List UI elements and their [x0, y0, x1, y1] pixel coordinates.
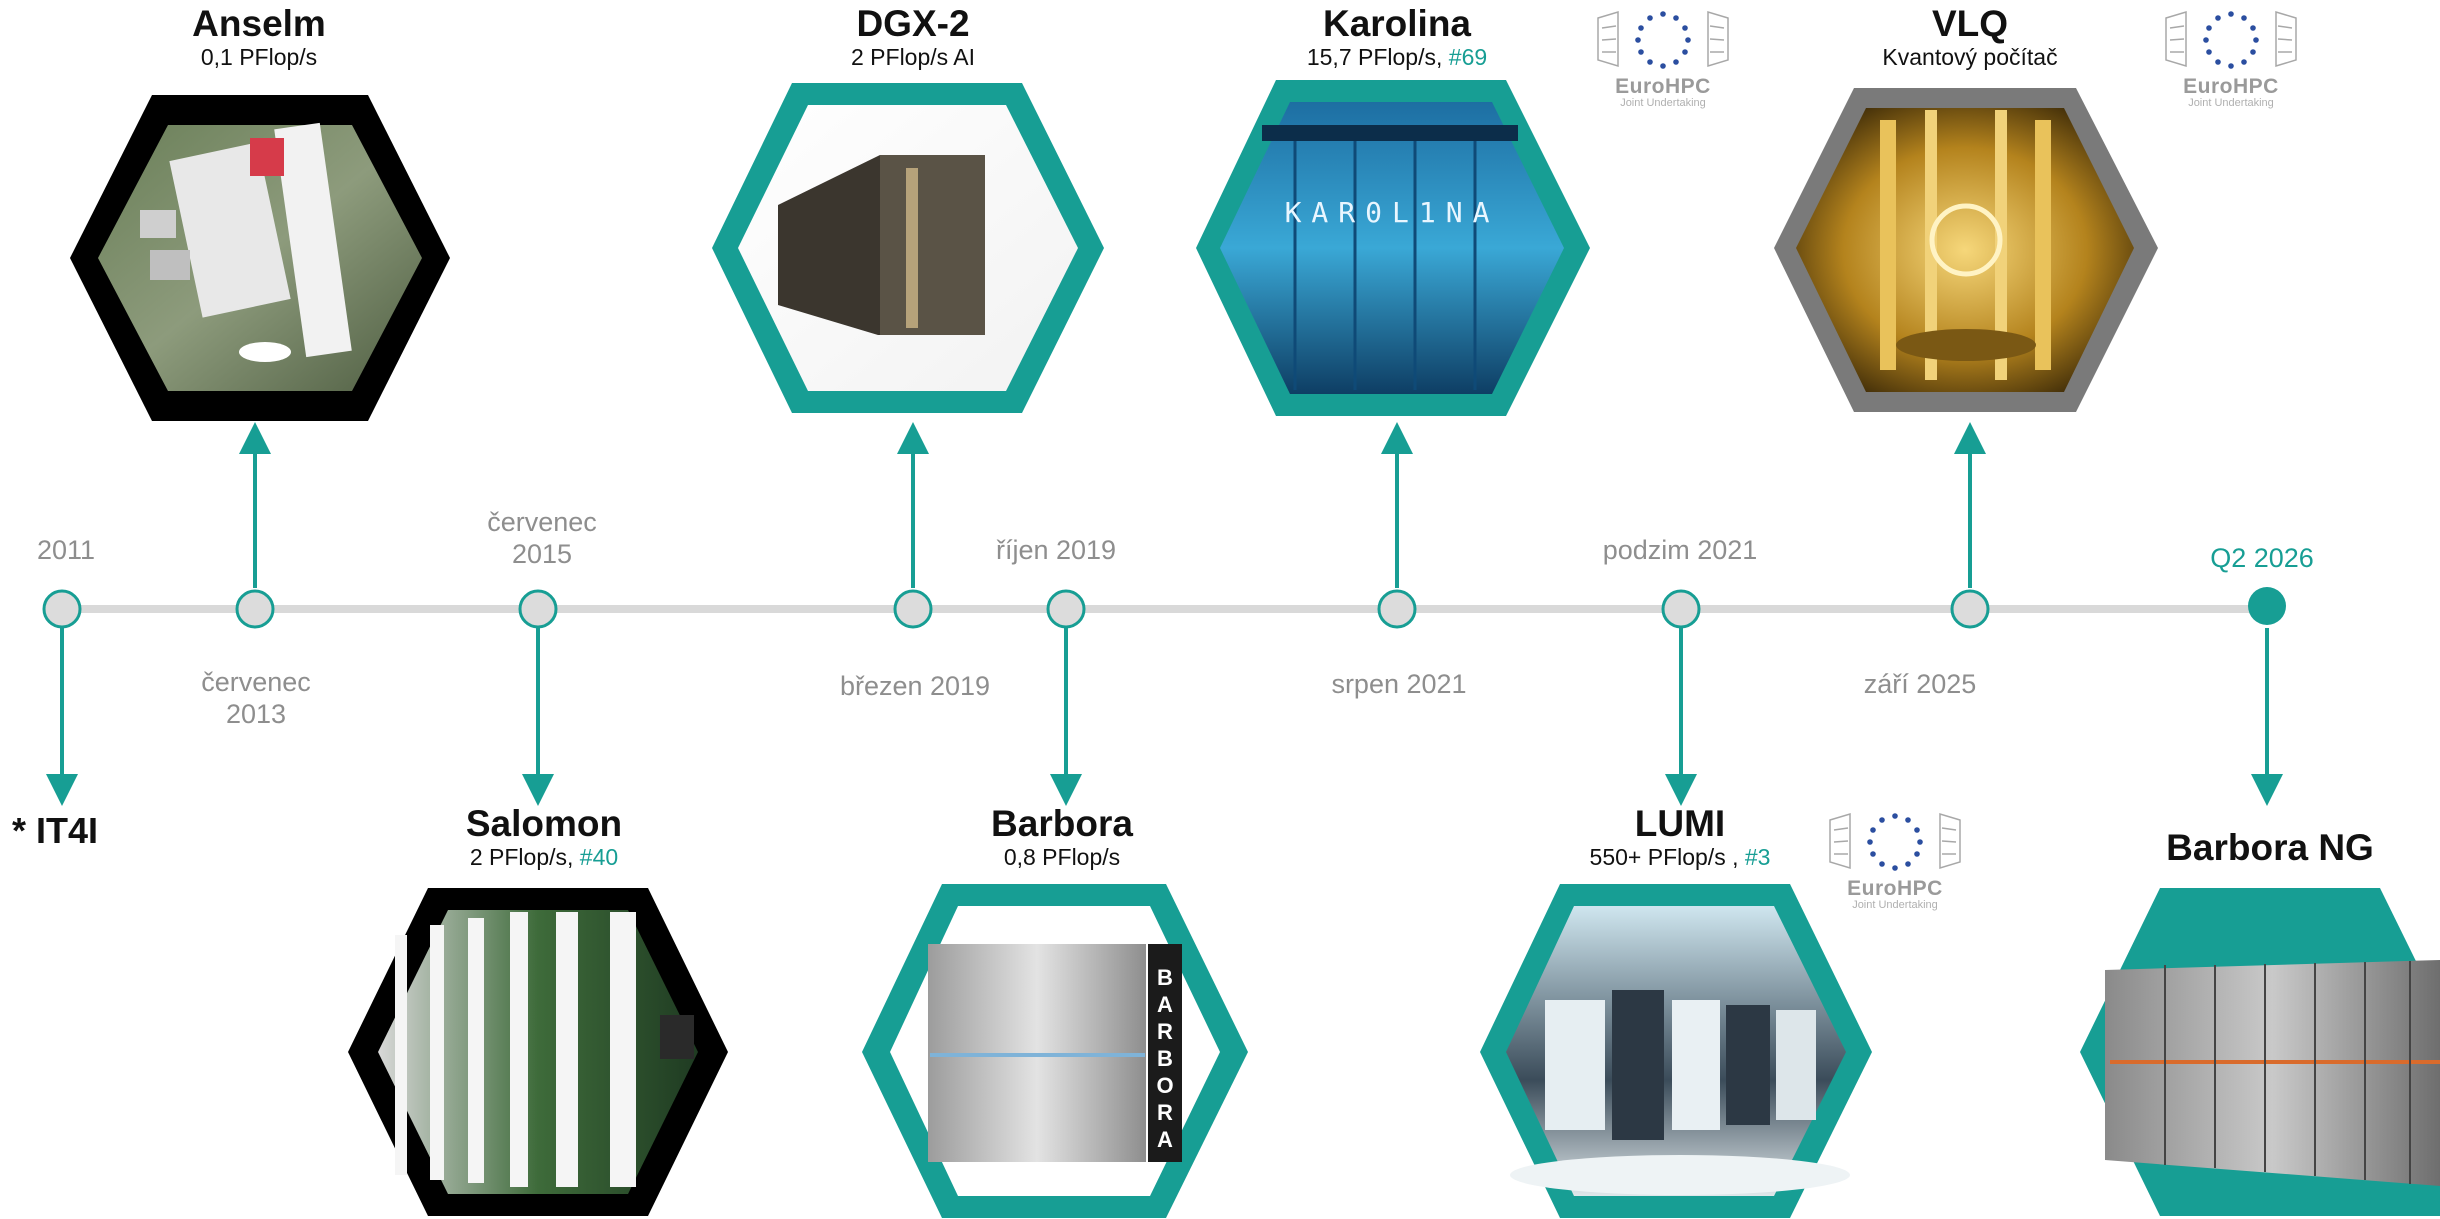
hex-karolina: KAR0L1NA — [1196, 80, 1590, 416]
eurohpc-logo-text: EuroHPC — [1615, 75, 1711, 98]
system-name: Anselm — [192, 3, 326, 44]
hex-anselm — [70, 95, 450, 421]
system-name: VLQ — [1931, 3, 2009, 44]
eurohpc-logo-text: EuroHPC — [1847, 877, 1943, 900]
hex-salomon — [348, 888, 728, 1216]
system-spec: 550+ PFlop/s , — [1589, 844, 1739, 871]
system-vlq: VLQ Kvantový počítač — [1882, 2, 2057, 72]
svg-text:O: O — [1156, 1073, 1173, 1098]
node-2011 — [42, 589, 82, 629]
timeline-nodes — [42, 587, 2286, 629]
top500-rank: #69 — [1448, 44, 1488, 71]
date-2013-month: červenec — [201, 667, 311, 697]
system-name: Karolina — [1322, 3, 1472, 44]
date-2021-autumn: podzim 2021 — [1602, 535, 1758, 565]
system-salomon: Salomon 2 PFlop/s, #40 — [466, 802, 622, 872]
node-2025 — [1950, 589, 1990, 629]
date-2019-october: říjen 2019 — [995, 535, 1117, 565]
eu-stars-icon — [1829, 812, 1961, 871]
date-2013: červenec 2013 — [201, 666, 311, 731]
svg-text:R: R — [1157, 1100, 1173, 1125]
hex-dgx2 — [712, 83, 1104, 413]
top500-rank: #40 — [579, 844, 619, 871]
node-2015 — [518, 589, 558, 629]
system-spec: 0,1 PFlop/s — [200, 44, 318, 71]
system-spec: 0,8 PFlop/s — [1003, 844, 1121, 871]
hex-vlq — [1774, 88, 2158, 412]
system-lumi: LUMI 550+ PFlop/s , #3 — [1590, 802, 1771, 872]
hex-lumi — [1480, 884, 1872, 1218]
svg-text:A: A — [1157, 992, 1173, 1017]
date-2015: červenec 2015 — [487, 506, 597, 571]
eu-stars-icon — [2165, 10, 2297, 69]
eurohpc-logo: EuroHPC Joint Undertaking — [1588, 6, 1738, 109]
eu-stars-icon — [1597, 10, 1729, 69]
node-2021-autumn — [1661, 589, 1701, 629]
hex-barbora-ng — [2080, 888, 2440, 1216]
system-name: Barbora NG — [2166, 827, 2374, 868]
karolina-screen-text: KAR0L1NA — [1285, 196, 1500, 229]
eurohpc-logo-text: EuroHPC — [2183, 75, 2279, 98]
date-2015-month: červenec — [487, 507, 597, 537]
date-2019-march: březen 2019 — [839, 671, 991, 701]
system-name: DGX-2 — [856, 3, 970, 44]
system-spec: Kvantový počítač — [1882, 44, 2058, 71]
system-spec: 2 PFlop/s, — [469, 844, 574, 871]
system-spec: 15,7 PFlop/s, — [1306, 44, 1443, 71]
node-2013 — [235, 589, 275, 629]
eurohpc-logo-subtext: Joint Undertaking — [1852, 899, 1938, 911]
svg-text:B: B — [1157, 1046, 1173, 1071]
date-2025: září 2025 — [1863, 669, 1977, 699]
date-2015-year: 2015 — [511, 539, 573, 570]
system-karolina: Karolina 15,7 PFlop/s, #69 — [1307, 2, 1487, 72]
node-2021-august — [1377, 589, 1417, 629]
date-2026: Q2 2026 — [2210, 543, 2314, 573]
system-name: Barbora — [991, 803, 1133, 844]
system-anselm: Anselm 0,1 PFlop/s — [192, 2, 326, 72]
date-2011: 2011 — [36, 535, 96, 565]
system-dgx2: DGX-2 2 PFlop/s AI — [851, 2, 975, 72]
system-name: LUMI — [1634, 803, 1726, 844]
node-2026 — [2248, 587, 2286, 625]
svg-text:A: A — [1157, 1127, 1173, 1152]
top500-rank: #3 — [1744, 844, 1771, 871]
system-barbora: Barbora 0,8 PFlop/s — [991, 802, 1133, 872]
eurohpc-logo-subtext: Joint Undertaking — [1620, 97, 1706, 109]
date-2021-august: srpen 2021 — [1331, 669, 1467, 699]
eurohpc-logo: EuroHPC Joint Undertaking — [2156, 6, 2306, 109]
svg-text:R: R — [1157, 1019, 1173, 1044]
system-name: Salomon — [465, 803, 623, 844]
date-2013-year: 2013 — [225, 699, 287, 730]
eurohpc-logo-subtext: Joint Undertaking — [2188, 97, 2274, 109]
node-2019-october — [1046, 589, 1086, 629]
system-spec: 2 PFlop/s AI — [850, 44, 976, 71]
origin-label: * IT4I — [12, 810, 99, 851]
eurohpc-logo: EuroHPC Joint Undertaking — [1820, 808, 1970, 911]
svg-text:B: B — [1157, 965, 1173, 990]
system-barbora-ng: Barbora NG — [2166, 826, 2374, 870]
hex-barbora: B A R B O R A — [862, 884, 1248, 1218]
node-2019-march — [893, 589, 933, 629]
